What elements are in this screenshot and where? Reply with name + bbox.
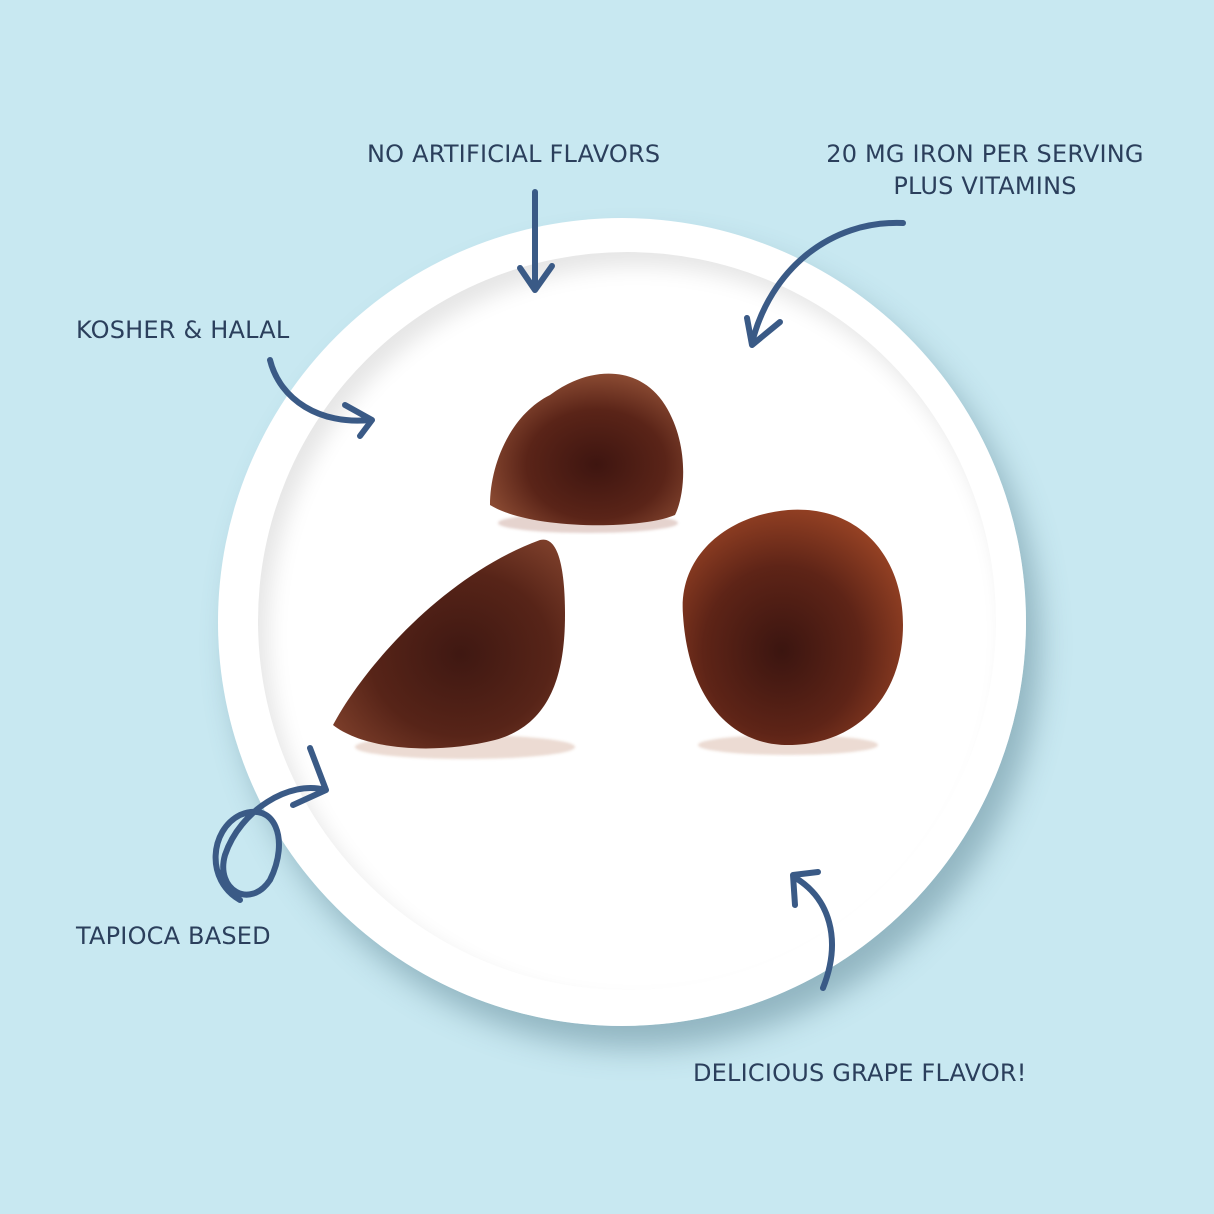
label-grape-flavor: DELICIOUS GRAPE FLAVOR! xyxy=(693,1059,1027,1087)
label-iron-line2: PLUS VITAMINS xyxy=(893,172,1077,200)
gummy-right xyxy=(682,509,903,755)
label-tapioca-based: TAPIOCA BASED xyxy=(76,922,271,950)
gummy-top xyxy=(490,373,684,533)
gummy-left xyxy=(333,539,575,759)
label-kosher-halal: KOSHER & HALAL xyxy=(76,316,290,344)
label-no-artificial-flavors: NO ARTIFICIAL FLAVORS xyxy=(367,140,661,168)
label-iron-per-serving: 20 MG IRON PER SERVING PLUS VITAMINS xyxy=(805,138,1165,202)
label-iron-line1: 20 MG IRON PER SERVING xyxy=(826,140,1144,168)
